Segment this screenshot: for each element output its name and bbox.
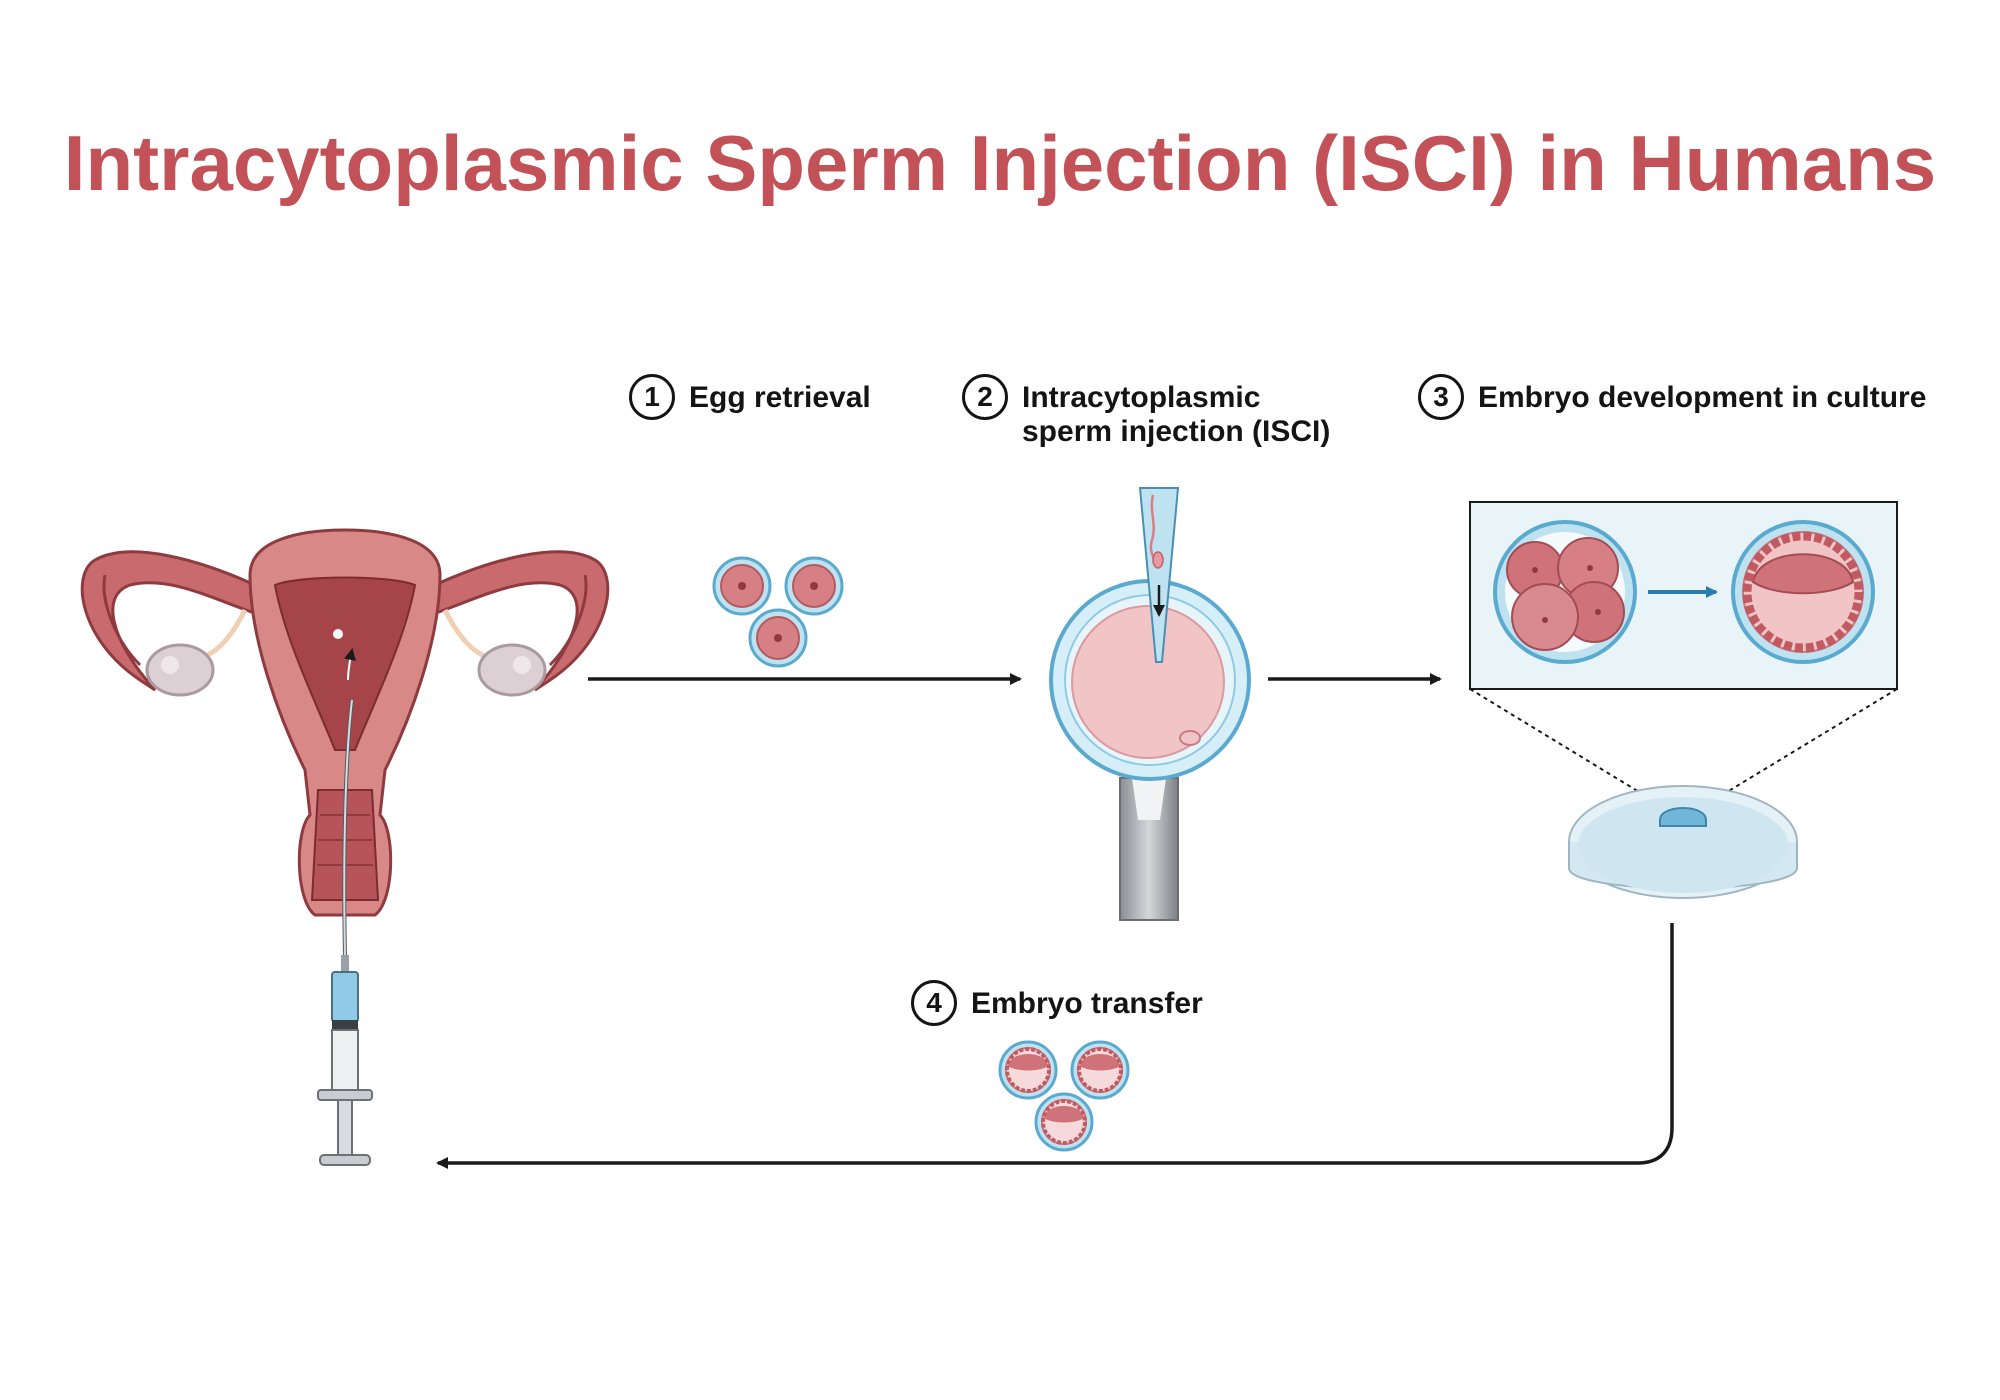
step-2-text: Intracytoplasmic sperm injection (ISCI): [1022, 381, 1330, 449]
oocyte-cytoplasm: [1071, 605, 1225, 759]
culture-droplet: [1659, 807, 1707, 827]
embryo-2: [1070, 1040, 1130, 1100]
egg-3: [748, 608, 808, 668]
embryo-1: [998, 1040, 1058, 1100]
step-1-number: 1: [629, 374, 675, 420]
icsi-illustration: [1049, 487, 1251, 921]
petri-dish: [1568, 785, 1798, 899]
injection-pipette: [1138, 487, 1180, 663]
step-1-label: 1 Egg retrieval: [629, 374, 871, 420]
ovary-right: [477, 643, 547, 697]
step-3-text: Embryo development in culture: [1478, 381, 1927, 414]
four-cell-embryo: [1493, 520, 1637, 664]
embryo-3: [1034, 1092, 1094, 1152]
step-2-text-line2: sperm injection (ISCI): [1022, 415, 1331, 448]
step-4-number: 4: [911, 980, 957, 1026]
step-2-label: 2 Intracytoplasmic sperm injection (ISCI…: [962, 374, 1330, 449]
blastocyst: [1731, 520, 1875, 664]
transfer-embryos: [998, 1040, 1130, 1152]
fallopian-tube-right: [428, 550, 610, 692]
egg-1: [712, 556, 772, 616]
sperm-head: [1152, 551, 1164, 569]
uterus-illustration: [80, 528, 610, 917]
uterine-cavity: [273, 576, 417, 751]
egg-2: [784, 556, 844, 616]
polar-body: [1179, 730, 1201, 746]
step-2-number: 2: [962, 374, 1008, 420]
arrow-culture-to-transfer: [436, 923, 1674, 1169]
ovary-left: [145, 643, 215, 697]
step-1-text: Egg retrieval: [689, 381, 871, 414]
step-3-number: 3: [1418, 374, 1464, 420]
step-3-label: 3 Embryo development in culture: [1418, 374, 1927, 420]
fallopian-tube-left: [80, 550, 262, 692]
embryo-transfer-syringe: [317, 699, 373, 1166]
culture-inset: [1469, 501, 1898, 813]
step-4-label: 4 Embryo transfer: [911, 980, 1203, 1026]
step-4-text: Embryo transfer: [971, 987, 1203, 1020]
retrieved-eggs: [712, 556, 844, 668]
diagram-title: Intracytoplasmic Sperm Injection (ISCI) …: [63, 119, 1937, 207]
step-2-text-line1: Intracytoplasmic: [1022, 381, 1261, 414]
